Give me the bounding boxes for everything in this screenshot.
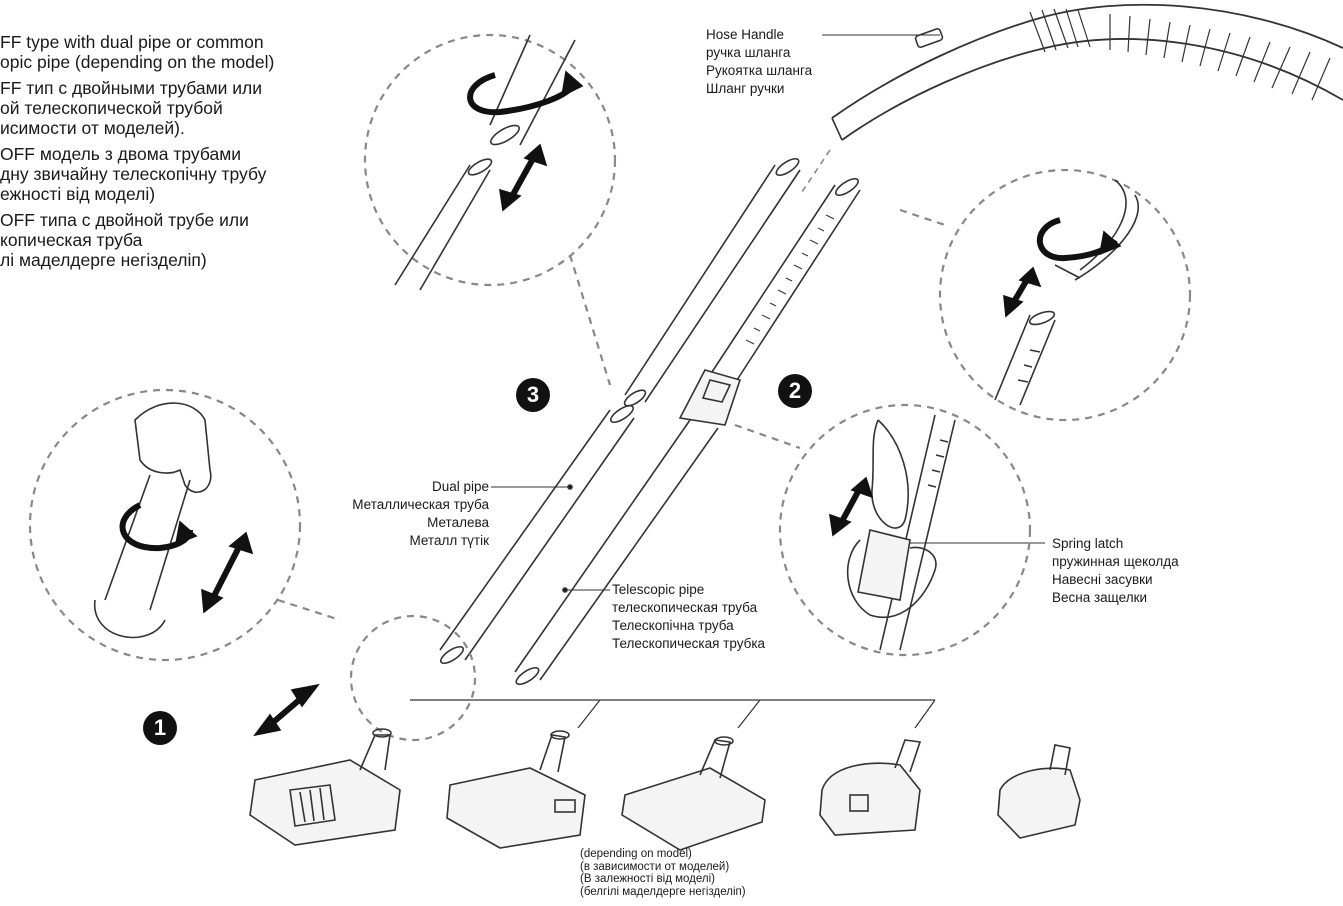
dual-pipe-upper: [623, 157, 801, 407]
spring-latch-label: Spring latch пружинная щеколда Навесні з…: [1052, 536, 1179, 605]
double-arrow-icon: [507, 153, 538, 202]
hose-handle-label: Hose Handle ручка шланга Рукоятка шланга…: [706, 27, 813, 96]
nozzle-parquet-brush: [446, 730, 586, 849]
detail-circle-pipe-join: [363, 33, 617, 386]
dual-pipe-lower: [439, 404, 635, 665]
hose: [831, 3, 1343, 141]
detail-circle-spring-latch: [734, 403, 1032, 657]
dual-pipe-label: Dual pipe Металлическая труба Металева М…: [352, 479, 489, 548]
step-2-badge: 2: [778, 374, 812, 408]
nozzle-note: (depending on model) (в зависимости от м…: [580, 848, 746, 898]
detail-circle-hose-join: [899, 168, 1192, 422]
nozzle-floor-brush: [249, 728, 401, 846]
nozzle-mini-turbo: [997, 744, 1081, 839]
hand-icon: [871, 419, 909, 529]
detail-circle-nozzle-join: [28, 388, 477, 742]
nozzle-turbo-brush: [819, 739, 922, 836]
step-3-badge: 3: [516, 378, 550, 412]
telescopic-pipe-label: Telescopic pipe телескопическая труба Те…: [612, 582, 766, 651]
hose-handle-button-icon: [914, 27, 944, 49]
step-1-badge: 1: [143, 711, 177, 745]
hand-icon: [846, 539, 937, 618]
telescopic-pipe: [514, 177, 861, 686]
nozzle-hard-floor-brush: [621, 736, 766, 851]
rotate-arrow-icon: [467, 72, 578, 116]
double-arrow-icon: [209, 543, 243, 602]
hand-icon: [134, 402, 212, 493]
